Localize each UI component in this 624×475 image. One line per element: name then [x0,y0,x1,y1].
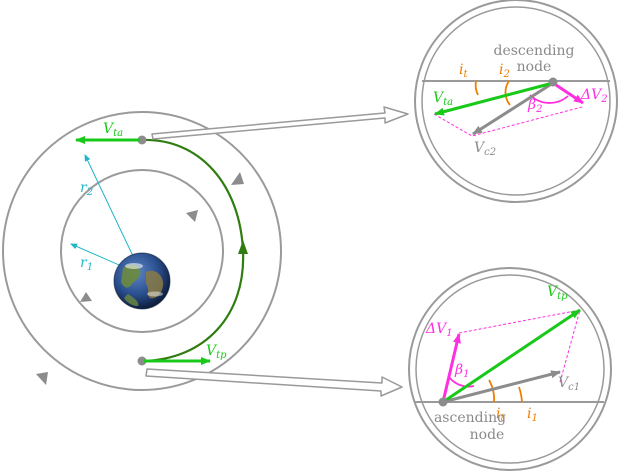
v-c1-vector [442,370,561,404]
transfer-orbit-arc [141,138,245,363]
node-label: ascending [434,410,506,426]
hollow-arrow-icon [151,106,409,140]
hollow-arrow-icon [145,368,403,397]
periapsis-point [137,356,147,366]
descending-node-inset: descending node it i2 Vta β2 ΔV2 Vc2 [414,0,618,203]
node-label: node [470,427,505,443]
v-tp-label: Vtp [206,343,227,361]
apoapsis-point [137,135,147,145]
beta-1-angle-arc [448,376,475,388]
beta-2-label: β2 [527,97,542,115]
r1-label: r1 [80,255,93,273]
delta-v1-vector [441,333,461,403]
v-ta-label: Vta [433,90,453,108]
beta-1-label: β1 [454,362,469,380]
outer-orbit [2,111,282,391]
inner-orbit [60,169,224,333]
node-label: descending [494,43,575,59]
i-t-label: it [459,62,468,80]
earth-globe-icon [113,252,171,310]
v-c1-label: Vc1 [558,375,580,393]
r2-label: r2 [80,180,93,198]
v-c2-vector [472,81,554,136]
inner-orbit-direction-arrow [186,210,198,222]
outer-orbit-direction-arrow [231,172,244,185]
v-c2-label: Vc2 [474,140,496,158]
i-t-angle-arc [474,80,479,96]
transfer-orbit-direction-arrow [238,240,248,254]
delta-v2-vector [552,81,584,105]
i-t-label: it [496,406,505,424]
i-2-label: i2 [499,62,510,80]
beta-2-angle-arc [529,94,569,104]
i-2-angle-arc [504,80,511,106]
vector-parallelogram [458,309,581,383]
node-label: node [517,59,552,75]
v-tp-vector [442,308,581,404]
delta-v2-label: ΔV2 [580,87,608,105]
i-1-label: i1 [527,406,538,424]
outer-orbit-direction-arrow [36,372,48,385]
v-ta-vector [434,81,554,116]
main-orbit-view: Vta Vtp r2 r1 [2,111,282,391]
ascending-node-inset: Vtp ΔV1 β1 Vc1 it i1 ascending node [408,267,612,471]
v-tp-label: Vtp [547,284,568,302]
delta-v1-label: ΔV1 [425,321,453,339]
i-1-angle-arc [518,386,523,403]
v-ta-label: Vta [103,121,123,139]
descending-node-point [548,77,558,87]
ascending-node-point [438,397,448,407]
inner-orbit-direction-arrow [80,292,92,302]
